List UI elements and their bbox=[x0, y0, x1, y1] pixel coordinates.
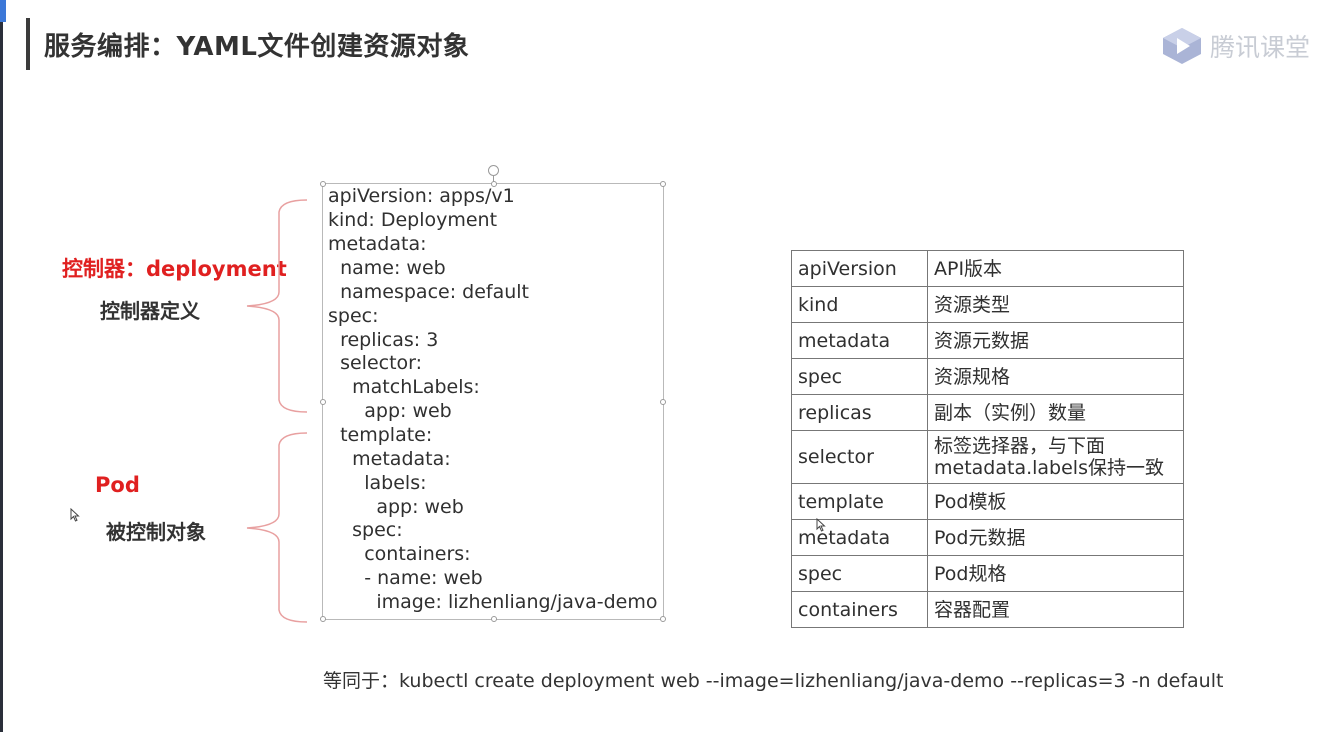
controller-label: 控制器：deployment bbox=[62, 257, 287, 281]
resize-handle-n[interactable] bbox=[491, 181, 497, 187]
pod-description: 被控制对象 bbox=[106, 520, 206, 544]
yaml-line: containers: bbox=[328, 543, 471, 565]
yaml-line: - name: web bbox=[328, 567, 483, 589]
resize-handle-e[interactable] bbox=[660, 399, 666, 405]
resize-handle-w[interactable] bbox=[320, 399, 326, 405]
field-desc: 资源元数据 bbox=[927, 322, 1184, 359]
window-edge bbox=[0, 0, 3, 732]
yaml-line: namespace: default bbox=[328, 281, 529, 303]
resize-handle-se[interactable] bbox=[660, 616, 666, 622]
mouse-pointer-icon bbox=[70, 508, 80, 522]
field-key: selector bbox=[791, 430, 928, 484]
yaml-line: app: web bbox=[328, 496, 464, 518]
window-edge-accent bbox=[0, 0, 6, 22]
yaml-line: metadata: bbox=[328, 233, 427, 255]
field-desc: 资源类型 bbox=[927, 286, 1184, 323]
mouse-pointer-icon bbox=[816, 518, 826, 532]
controller-brace bbox=[246, 199, 308, 413]
yaml-line: app: web bbox=[328, 400, 452, 422]
resize-handle-ne[interactable] bbox=[660, 181, 666, 187]
yaml-code-box[interactable] bbox=[320, 181, 666, 622]
field-key: metadata bbox=[791, 519, 928, 556]
field-key: spec bbox=[791, 555, 928, 592]
field-key: replicas bbox=[791, 394, 928, 431]
resize-handle-nw[interactable] bbox=[320, 181, 326, 187]
resize-handle-sw[interactable] bbox=[320, 616, 326, 622]
yaml-line: kind: Deployment bbox=[328, 209, 498, 231]
logo-text: 腾讯课堂 bbox=[1210, 33, 1311, 62]
play-triangle-icon bbox=[1163, 28, 1201, 64]
tencent-classroom-logo: 腾讯课堂 bbox=[1160, 26, 1310, 66]
field-desc: Pod元数据 bbox=[927, 519, 1184, 556]
field-desc: Pod模板 bbox=[927, 483, 1184, 520]
field-desc: 容器配置 bbox=[927, 591, 1184, 628]
yaml-line: template: bbox=[328, 424, 433, 446]
field-key: spec bbox=[791, 358, 928, 395]
yaml-line: selector: bbox=[328, 352, 423, 374]
equivalent-command: 等同于：kubectl create deployment web --imag… bbox=[323, 670, 1224, 692]
field-desc: Pod规格 bbox=[927, 555, 1184, 592]
resize-handle-s[interactable] bbox=[491, 616, 497, 622]
yaml-line: apiVersion: apps/v1 bbox=[328, 185, 515, 207]
field-key: metadata bbox=[791, 322, 928, 359]
field-key: containers bbox=[791, 591, 928, 628]
title-accent-bar bbox=[26, 18, 30, 70]
yaml-line: labels: bbox=[328, 472, 427, 494]
field-key: kind bbox=[791, 286, 928, 323]
yaml-line: replicas: 3 bbox=[328, 329, 439, 351]
rotate-handle[interactable] bbox=[488, 165, 499, 176]
yaml-line: spec: bbox=[328, 519, 403, 541]
pod-brace bbox=[246, 432, 308, 623]
page-title: 服务编排：YAML文件创建资源对象 bbox=[44, 32, 470, 62]
field-desc: 标签选择器，与下面 metadata.labels保持一致 bbox=[927, 430, 1184, 484]
yaml-line: matchLabels: bbox=[328, 376, 480, 398]
controller-description: 控制器定义 bbox=[100, 299, 200, 323]
yaml-line: metadata: bbox=[328, 448, 451, 470]
field-desc: 资源规格 bbox=[927, 358, 1184, 395]
yaml-line: image: lizhenliang/java-demo bbox=[328, 591, 658, 613]
rotate-handle-stem bbox=[493, 176, 494, 183]
field-desc: 副本（实例）数量 bbox=[927, 394, 1184, 431]
yaml-line: name: web bbox=[328, 257, 446, 279]
field-desc: API版本 bbox=[927, 250, 1184, 287]
yaml-line: spec: bbox=[328, 305, 379, 327]
field-key: apiVersion bbox=[791, 250, 928, 287]
field-key: template bbox=[791, 483, 928, 520]
pod-label: Pod bbox=[95, 473, 140, 497]
